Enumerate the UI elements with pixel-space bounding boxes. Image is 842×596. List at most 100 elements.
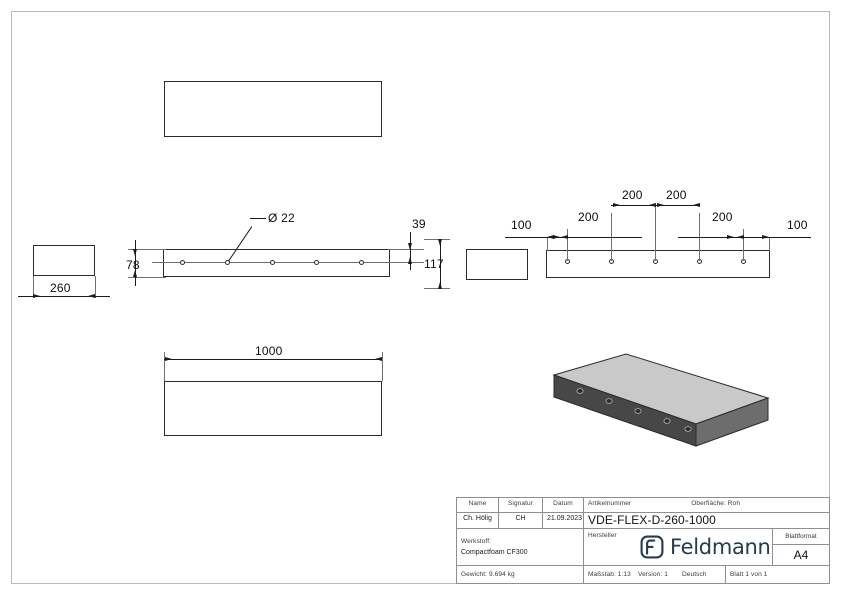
dim-arrow-260-right bbox=[88, 294, 95, 298]
dim-arrow-78-top bbox=[133, 249, 137, 256]
dim-text-260: 260 bbox=[50, 281, 71, 295]
header-article-surface: Artikelnummer Oberfläche: Roh bbox=[584, 498, 829, 512]
iso-hole-2 bbox=[605, 398, 613, 404]
dim-arrow-200-a-right bbox=[561, 235, 568, 239]
header-surface: Oberfläche: Roh bbox=[691, 500, 741, 507]
ext-line-1000-left bbox=[164, 352, 165, 381]
ext-line-rv-edge-right bbox=[769, 237, 770, 251]
dim-line-200-a bbox=[547, 237, 642, 238]
dim-arrow-200-b-right bbox=[649, 203, 656, 207]
title-block-value-row: Ch. Hölig CH 21.09.2023 VDE-FLEX-D-260-1… bbox=[457, 513, 829, 529]
dim-arrow-260-left bbox=[33, 294, 40, 298]
dim-text-39: 39 bbox=[412, 217, 426, 231]
dim-arrow-200-c-right bbox=[693, 203, 700, 207]
value-version: Version: 1 bbox=[638, 571, 668, 578]
material-cell: Werkstoff: Compactfoam CF300 bbox=[457, 529, 584, 565]
dim-arrow-1000-left bbox=[165, 357, 172, 361]
iso-hole-5 bbox=[684, 426, 692, 432]
dim-text-diameter: Ø 22 bbox=[268, 211, 295, 225]
ext-line-1000-right bbox=[382, 352, 383, 381]
ext-line-rv-edge-left bbox=[547, 237, 548, 251]
isometric-view bbox=[536, 352, 786, 462]
dim-line-200-c bbox=[655, 205, 700, 206]
dim-arrow-1000-right bbox=[375, 357, 382, 361]
diameter-leader-shelf bbox=[250, 218, 266, 219]
dim-arrow-39-bottom bbox=[408, 257, 412, 264]
value-weight: Gewicht: 9.694 kg bbox=[457, 566, 584, 583]
dim-text-100-left: 100 bbox=[511, 218, 532, 232]
dim-text-117: 117 bbox=[424, 257, 444, 271]
front-view-outline bbox=[163, 249, 390, 277]
ext-line-39-bottom bbox=[388, 262, 424, 263]
ext-line-39-top bbox=[388, 249, 424, 250]
dim-line-200-b bbox=[611, 205, 656, 206]
iso-hole-1 bbox=[576, 388, 584, 394]
dim-arrow-200-d-left bbox=[727, 235, 734, 239]
dim-arrow-117-top bbox=[438, 239, 442, 246]
front-view-hole-4 bbox=[314, 260, 319, 265]
ext-line-rv-hole-3 bbox=[655, 205, 656, 261]
value-language: Deutsch bbox=[678, 566, 726, 583]
header-date: Datum bbox=[543, 498, 584, 512]
feldmann-logo: Feldmann bbox=[640, 535, 771, 559]
front-view-hole-5 bbox=[359, 260, 364, 265]
iso-hole-4 bbox=[663, 418, 671, 424]
label-sheet-format: Blattformat bbox=[773, 529, 829, 545]
dim-line-39 bbox=[410, 232, 411, 270]
bottom-view-outline bbox=[164, 381, 382, 436]
manufacturer-cell: Hersteller Feldmann bbox=[584, 529, 773, 565]
title-block-footer-row: Gewicht: 9.694 kg Maßstab: 1:13 Version:… bbox=[457, 566, 829, 583]
ext-line-rv-hole-5 bbox=[743, 229, 744, 261]
dim-arrow-39-top bbox=[408, 243, 412, 250]
value-sheet-count: Blatt 1 von 1 bbox=[730, 571, 768, 578]
value-article-number: VDE-FLEX-D-260-1000 bbox=[588, 513, 716, 527]
dim-line-260 bbox=[18, 296, 110, 297]
feldmann-logo-text: Feldmann bbox=[670, 534, 771, 559]
isometric-view-svg bbox=[552, 353, 770, 447]
dim-text-100-right: 100 bbox=[787, 218, 808, 232]
sheet-format-cell: Blattformat A4 bbox=[773, 529, 829, 565]
right-side-view-outline bbox=[466, 249, 528, 280]
dim-line-1000 bbox=[164, 359, 382, 360]
iso-hole-3 bbox=[634, 408, 642, 414]
dim-text-78: 78 bbox=[126, 258, 140, 272]
dim-arrow-78-bottom bbox=[133, 270, 137, 277]
ext-line-78-bottom bbox=[128, 277, 166, 278]
right-view-outline bbox=[546, 250, 770, 278]
front-view-hole-1 bbox=[180, 260, 185, 265]
front-view-centerline bbox=[152, 262, 401, 263]
front-view-hole-3 bbox=[270, 260, 275, 265]
iso-right-face bbox=[695, 397, 769, 447]
drawing-frame bbox=[11, 11, 830, 584]
title-block-material-row: Werkstoff: Compactfoam CF300 Hersteller … bbox=[457, 529, 829, 566]
dim-arrow-117-bottom bbox=[438, 282, 442, 289]
ext-line-260-right bbox=[95, 276, 96, 298]
front-view-hole-2 bbox=[225, 260, 230, 265]
title-block: Name Signatur Datum Artikelnummer Oberfl… bbox=[456, 497, 830, 584]
value-date: 21.09.2023 bbox=[543, 513, 584, 528]
ext-line-rv-hole-1 bbox=[567, 229, 568, 261]
value-signature: CH bbox=[499, 513, 543, 528]
title-block-header-row: Name Signatur Datum Artikelnummer Oberfl… bbox=[457, 498, 829, 513]
left-side-view-outline bbox=[33, 245, 95, 276]
ext-line-260-left bbox=[33, 276, 34, 298]
header-signature: Signatur bbox=[499, 498, 543, 512]
dim-arrow-200-a-left bbox=[553, 235, 560, 239]
dim-line-200-d bbox=[678, 237, 770, 238]
value-scale: Maßstab: 1:13 bbox=[588, 571, 631, 578]
dim-text-200-b: 200 bbox=[622, 188, 643, 202]
ext-line-117-bottom bbox=[424, 288, 450, 289]
header-name: Name bbox=[457, 498, 499, 512]
value-name: Ch. Hölig bbox=[457, 513, 499, 528]
ext-line-78-top bbox=[128, 249, 166, 250]
feldmann-logo-icon bbox=[640, 535, 664, 559]
value-sheet-format: A4 bbox=[793, 548, 809, 562]
dim-line-100-left bbox=[505, 237, 567, 238]
dim-arrow-100-right bbox=[762, 235, 769, 239]
header-article-number: Artikelnummer bbox=[588, 500, 632, 507]
dim-text-200-c: 200 bbox=[666, 188, 687, 202]
top-view-outline bbox=[164, 81, 382, 137]
dim-line-117 bbox=[440, 239, 441, 288]
dim-text-200-a: 200 bbox=[578, 210, 599, 224]
